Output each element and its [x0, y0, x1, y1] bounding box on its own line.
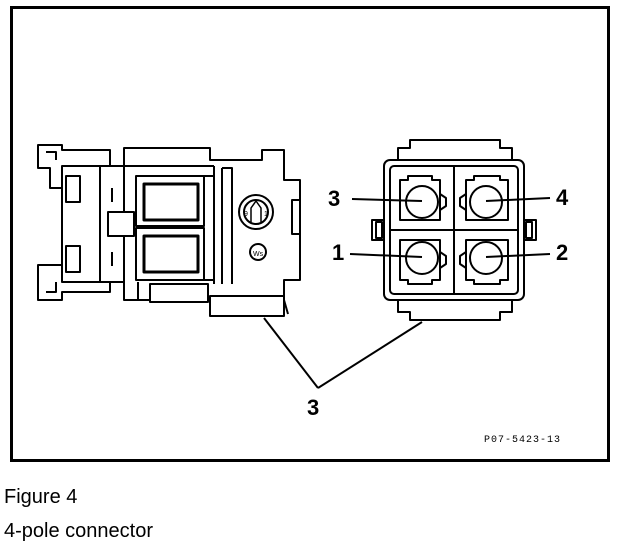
- socket-1: [399, 239, 447, 285]
- connector-side-view: 9 1 Ws: [37, 144, 301, 317]
- callout-housing: 3: [307, 395, 320, 420]
- figure-title: 4-pole connector: [4, 520, 153, 542]
- callout-pin-3: 3: [328, 186, 341, 211]
- svg-text:1: 1: [264, 211, 268, 218]
- socket-3: [399, 175, 447, 221]
- svg-text:Ws: Ws: [253, 251, 264, 258]
- leader-housing-right: [317, 321, 423, 389]
- svg-text:9: 9: [244, 211, 248, 218]
- leader-lines: [263, 197, 551, 389]
- figure-label: Figure 4: [4, 486, 78, 508]
- socket-2: [459, 239, 509, 285]
- leader-pin-3: [351, 198, 423, 202]
- leader-pin-1: [349, 253, 423, 258]
- leader-pin-2: [485, 253, 551, 258]
- leader-housing-left: [263, 317, 319, 389]
- connector-front-view: [371, 139, 537, 321]
- reference-code: P07-5423-13: [484, 435, 562, 446]
- leader-pin-4: [485, 197, 551, 202]
- callout-pin-4: 4: [556, 185, 569, 210]
- callout-pin-2: 2: [556, 240, 569, 265]
- callout-pin-1: 1: [332, 240, 345, 265]
- socket-4: [459, 175, 509, 221]
